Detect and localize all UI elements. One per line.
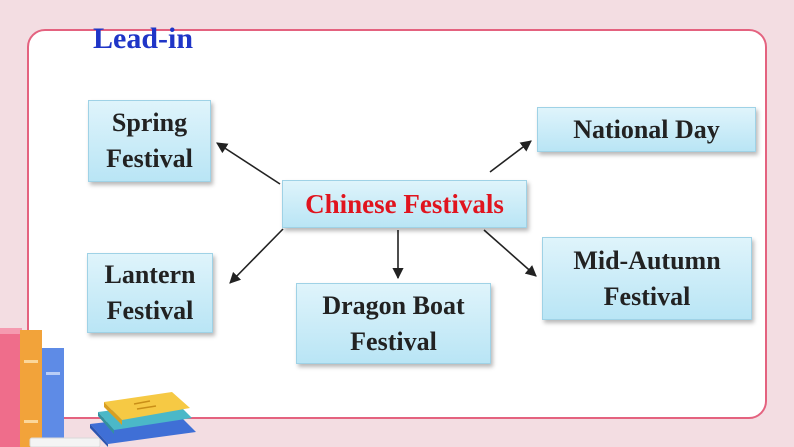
node-national-day: National Day (537, 107, 756, 152)
center-node: Chinese Festivals (282, 180, 527, 228)
arrow-to-spring (216, 142, 281, 185)
node-label: Dragon Boat Festival (322, 290, 465, 356)
node-mid-autumn-festival: Mid-Autumn Festival (542, 237, 752, 320)
arrow-to-lantern (229, 228, 284, 284)
book-spine-blue (42, 348, 64, 447)
book-stack-yellow (104, 392, 190, 420)
node-lantern-festival: Lantern Festival (87, 253, 213, 333)
node-label: National Day (573, 114, 720, 144)
book-spine-orange (20, 330, 42, 447)
book-spine-pink (0, 328, 22, 447)
arrow-to-midautumn (483, 229, 537, 277)
arrow-to-national (489, 140, 532, 173)
node-dragon-boat-festival: Dragon Boat Festival (296, 283, 491, 364)
node-spring-festival: Spring Festival (88, 100, 211, 182)
node-label: Spring Festival (106, 108, 193, 173)
book-stack-white (29, 437, 101, 447)
center-node-label: Chinese Festivals (305, 189, 504, 219)
node-label: Lantern Festival (104, 260, 196, 325)
slide-title: Lead-in (93, 22, 194, 55)
node-label: Mid-Autumn Festival (573, 245, 721, 311)
